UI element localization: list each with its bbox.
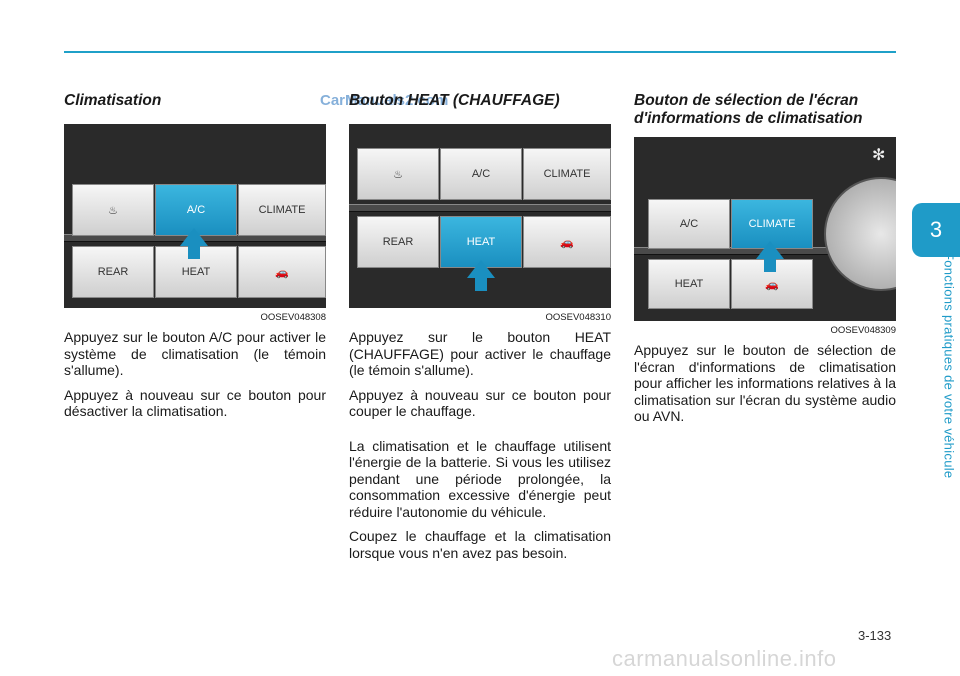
section-heading: Bouton HEAT (CHAUFFAGE): [349, 92, 560, 109]
arrow-icon: [467, 260, 495, 291]
paragraph: Appuyez sur le bouton A/C pour activer l…: [64, 329, 326, 378]
panel-ac-button: A/C: [648, 199, 730, 249]
fan-icon: ✻: [872, 147, 886, 164]
section-heat: Bouton HEAT (CHAUFFAGE) ♨ A/C CLIMATE RE…: [349, 92, 611, 569]
arrow-icon: [180, 228, 208, 259]
chapter-number: 3: [912, 203, 960, 257]
panel-ac-button: A/C: [440, 148, 522, 200]
section-heading: Climatisation: [64, 92, 162, 109]
section-climate-info: Bouton de sélection de l'écran d'informa…: [634, 92, 896, 433]
paragraph: Coupez le chauffage et la climatisation …: [349, 528, 611, 561]
panel-climate-button: CLIMATE: [238, 184, 326, 236]
paragraph: Appuyez sur le bouton HEAT (CHAUFFAGE) p…: [349, 329, 611, 378]
panel-defrost-button: ♨: [72, 184, 154, 236]
section-heading: Bouton de sélection de l'écran d'informa…: [634, 92, 863, 127]
paragraph: Appuyez sur le bouton de sélection de l'…: [634, 342, 896, 424]
panel-rear-button: REAR: [357, 216, 439, 268]
paragraph: Appuyez à nouveau sur ce bouton pour dés…: [64, 386, 326, 420]
figure-heat-button: ♨ A/C CLIMATE REAR HEAT 🚗: [349, 124, 611, 308]
arrow-icon: [756, 241, 784, 272]
panel-climate-button: CLIMATE: [731, 199, 813, 249]
header-rule: [64, 51, 896, 53]
figure-caption: OOSEV048309: [830, 325, 897, 336]
paragraph: La climatisation et le chauffage utilise…: [349, 437, 611, 520]
fan-knob: [824, 177, 896, 291]
panel-climate-button: CLIMATE: [523, 148, 611, 200]
figure-caption: OOSEV048310: [545, 312, 612, 323]
panel-car-button: 🚗: [238, 246, 326, 298]
panel-car-button: 🚗: [523, 216, 611, 268]
paragraph: Appuyez à nouveau sur ce bouton pour cou…: [349, 386, 611, 420]
chapter-title-vertical: Fonctions pratiques de votre véhicule: [936, 252, 960, 504]
section-climatisation: Climatisation ♨ A/C CLIMATE REAR HEAT 🚗 …: [64, 92, 326, 428]
panel-heat-button: HEAT: [648, 259, 730, 309]
figure-ac-button: ♨ A/C CLIMATE REAR HEAT 🚗: [64, 124, 326, 308]
figure-climate-button: A/C CLIMATE HEAT 🚗 ✻: [634, 137, 896, 321]
panel-bar: [349, 204, 611, 212]
figure-caption: OOSEV048308: [260, 312, 327, 323]
panel-ac-button: A/C: [155, 184, 237, 236]
panel-rear-button: REAR: [72, 246, 154, 298]
panel-defrost-button: ♨: [357, 148, 439, 200]
page-number: 3-133: [858, 628, 892, 643]
footer-watermark: carmanualsonline.info: [612, 646, 837, 671]
watermark-top: CarManuals2.com: [320, 92, 449, 109]
chapter-title: Fonctions pratiques de votre véhicule: [941, 252, 957, 479]
panel-heat-button: HEAT: [440, 216, 522, 268]
